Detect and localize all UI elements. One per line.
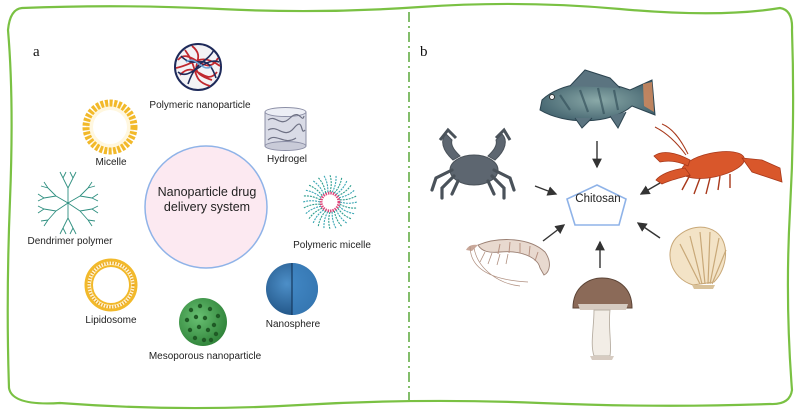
panel-a-letter: a — [33, 44, 40, 60]
micelle-spike — [302, 200, 321, 203]
micelle-spike — [335, 180, 348, 195]
polymeric-micelle-label: Polymeric micelle — [293, 240, 371, 251]
nanosphere-icon — [266, 263, 318, 315]
micelle-spike — [333, 210, 343, 227]
shell-icon — [669, 226, 727, 289]
micelle-spike — [305, 189, 322, 199]
chitosan-pentagon — [566, 184, 627, 226]
micelle-spike — [339, 201, 358, 204]
mesoporous-nanoparticle-icon — [179, 298, 227, 346]
micelle-spike — [323, 175, 329, 193]
micelle-spike — [339, 203, 357, 209]
micelle-spike — [317, 210, 327, 227]
hydrogel-label: Hydrogel — [266, 154, 308, 165]
micelle-spike — [312, 209, 325, 224]
nanosphere-label: Nanosphere — [265, 319, 321, 330]
mushroom-icon — [572, 277, 633, 360]
micelle-label: Micelle — [95, 157, 127, 168]
hydrogel-icon — [264, 107, 307, 151]
micelle-spike — [331, 211, 337, 229]
micelle-spike — [312, 180, 325, 195]
polymeric-nanoparticle-label: Polymeric nanoparticle — [149, 100, 251, 111]
micelle-spike — [308, 184, 323, 197]
micelle-spike — [331, 175, 337, 193]
dendrimer-polymer-label: Dendrimer polymer — [27, 236, 113, 247]
shrimp-icon — [466, 239, 550, 287]
lipidosome-icon — [84, 258, 138, 312]
micelle-spike — [339, 195, 357, 201]
micelle-spike — [333, 177, 343, 194]
panel-b-letter: b — [420, 44, 428, 60]
micelle-spike — [308, 207, 323, 220]
polymeric-micelle-icon — [302, 174, 358, 230]
micelle-spike — [338, 205, 355, 215]
micelle-spike — [337, 207, 352, 220]
micelle-spike — [317, 177, 327, 194]
micelle-spike — [328, 211, 331, 230]
mesoporous-nanoparticle-label: Mesoporous nanoparticle — [148, 351, 262, 362]
outer-border — [6, 2, 795, 410]
micelle-spike — [337, 184, 352, 197]
micelle-spike — [335, 209, 348, 224]
micelle-icon — [82, 99, 138, 155]
micelle-spike — [329, 174, 332, 193]
center-circle — [144, 145, 268, 269]
fish-icon — [539, 69, 656, 129]
micelle-spike — [323, 211, 329, 229]
micelle-spike — [303, 195, 321, 201]
dendrimer-polymer-icon — [37, 171, 99, 235]
crayfish-icon — [653, 123, 783, 195]
micelle-spike — [338, 189, 355, 199]
chitosan-label: Chitosan — [575, 193, 621, 205]
center-label: Nanoparticle drug delivery system — [157, 185, 257, 214]
lipidosome-label: Lipidosome — [85, 315, 137, 326]
polymeric-nanoparticle-icon — [174, 43, 222, 91]
arrows — [534, 141, 661, 268]
micelle-spike — [305, 205, 322, 215]
crab-icon — [430, 127, 516, 200]
micelle-spike — [303, 203, 321, 209]
